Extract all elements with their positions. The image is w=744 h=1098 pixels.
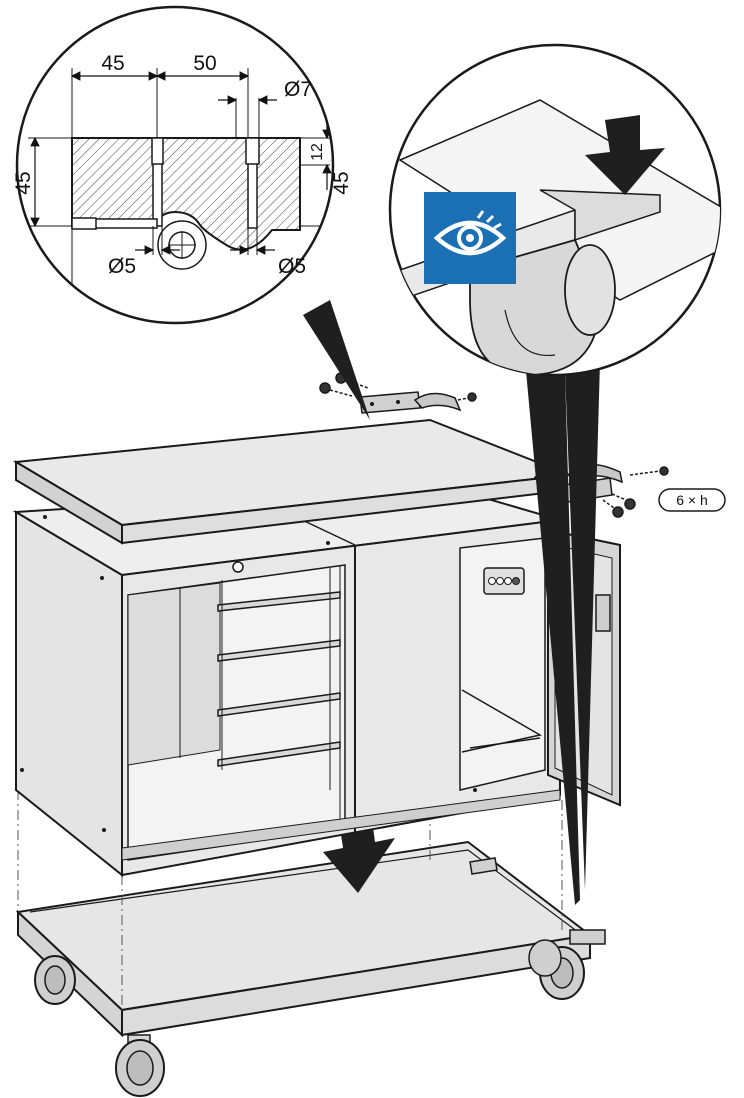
cabinet-top-plate: [12, 418, 571, 545]
dim-hole-top-diameter: Ø7: [284, 78, 312, 101]
dim-top-right: 50: [193, 52, 216, 75]
dim-height-right: 45: [330, 171, 353, 194]
attention-magnifier: [388, 43, 722, 377]
caster-wheel-rear-left: [34, 955, 76, 1005]
quantity-label: 6 × h: [676, 492, 708, 508]
cabinet-body: [12, 483, 621, 878]
eye-icon: [424, 192, 516, 284]
attention-pointer: [525, 360, 580, 905]
caster-wheel-front-left: [115, 1034, 165, 1097]
handle-rear: [359, 391, 462, 414]
attention-pointer-b: [565, 362, 600, 890]
dim-top-left: 45: [101, 52, 124, 75]
dim-height-left: 45: [12, 171, 35, 194]
dim-depth-small: 12: [309, 143, 326, 161]
dim-hole-left-diameter: Ø5: [108, 255, 136, 278]
screws-right: [602, 466, 669, 518]
detail-pointer: [303, 300, 370, 420]
detail-magnifier: 45 50 Ø7 45 45 12 Ø5 Ø5: [12, 5, 353, 325]
hardware-quantity-tag: 6 × h: [658, 488, 726, 512]
wheeled-base: [15, 840, 606, 1097]
down-arrow: [323, 820, 395, 893]
caster-wheel-rear-right: [528, 939, 562, 977]
dim-hole-right-diameter: Ø5: [278, 255, 306, 278]
